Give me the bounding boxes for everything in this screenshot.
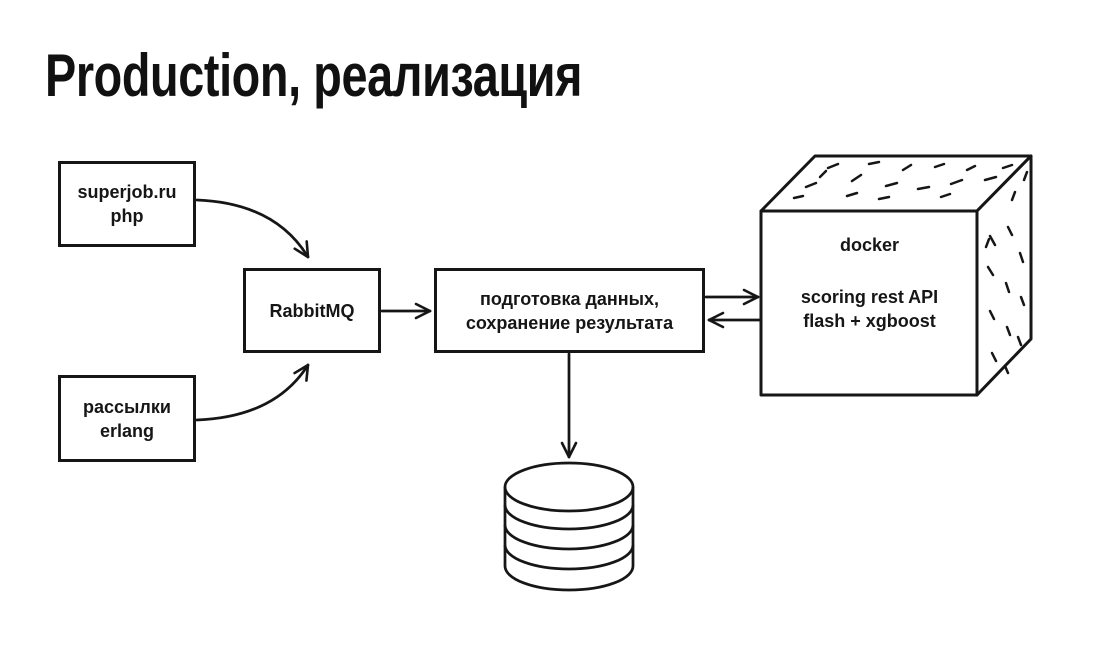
node-superjob-line1: superjob.ru xyxy=(77,182,177,202)
node-rabbitmq-label: RabbitMQ xyxy=(269,300,355,321)
node-mailing-line2: erlang xyxy=(99,420,155,441)
node-mailing: рассылки erlang xyxy=(58,375,196,462)
docker-line1: scoring rest API xyxy=(800,287,939,307)
arrow-mailing-to-rabbitmq xyxy=(195,363,310,422)
node-processing-line1: подготовка данных, xyxy=(479,288,660,309)
docker-line2: flash + xgboost xyxy=(803,311,936,331)
cube-front-face xyxy=(759,209,979,397)
node-rabbitmq: RabbitMQ xyxy=(243,268,381,353)
docker-title: docker xyxy=(839,235,900,255)
node-processing: подготовка данных, сохранение результата xyxy=(434,268,705,353)
node-superjob-line2: php xyxy=(110,206,144,226)
node-docker-labels: docker scoring rest API flash + xgboost xyxy=(763,211,976,395)
node-superjob: superjob.ru php xyxy=(58,161,196,247)
node-mailing-line1: рассылки xyxy=(83,396,171,417)
arrow-superjob-to-rabbitmq xyxy=(195,198,310,259)
diagram-arrows xyxy=(195,198,762,459)
cube-texture xyxy=(792,160,1029,375)
docker-cube xyxy=(759,154,1033,397)
node-processing-line2: сохранение результата xyxy=(465,312,674,333)
cylinder-top xyxy=(503,461,635,513)
page-title: Production, реализация xyxy=(45,42,583,109)
database-cylinder xyxy=(503,461,635,592)
